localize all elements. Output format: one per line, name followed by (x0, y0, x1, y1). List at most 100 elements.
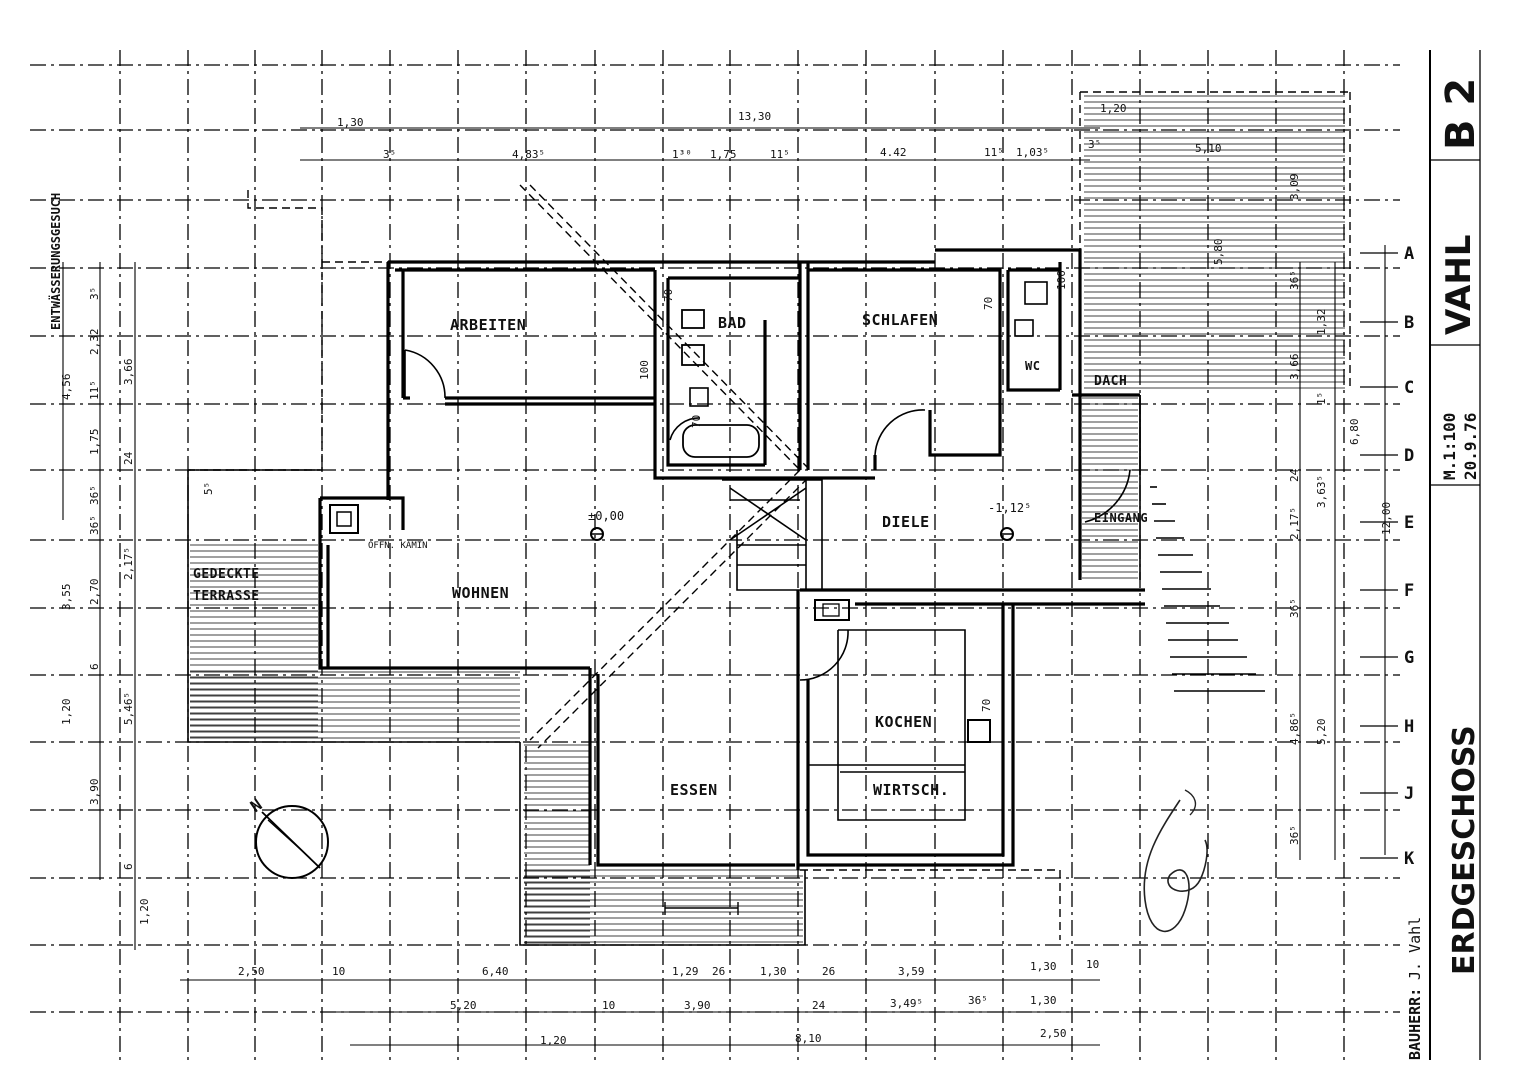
dim-label: 13,30 (738, 110, 771, 123)
room-labels: ARBEITEN BAD SCHLAFEN WC DACH DIELE EING… (193, 311, 1148, 799)
signature-icon (1143, 789, 1208, 933)
axis-label-k: K (1404, 849, 1415, 869)
title-date: 20.9.76 (1461, 413, 1480, 480)
axis-label-e: E (1404, 513, 1414, 533)
room-label-dach: DACH (1094, 374, 1127, 389)
room-label-gedeckte: GEDECKTE (193, 567, 260, 582)
dim-label: 1⁵ (1315, 392, 1328, 405)
dim-label: 3⁵ (383, 148, 396, 161)
dimension-lines (62, 127, 1386, 1046)
dim-label: 2,50 (1040, 1027, 1067, 1040)
level-label-wohnen: ±0,00 (588, 509, 624, 523)
title-scale: M.1:100 (1440, 413, 1459, 480)
dim-label: 1,30 (1030, 960, 1057, 973)
dim-label: 36⁵ (88, 485, 101, 505)
dim-label: 6 (122, 863, 135, 870)
walls (187, 248, 1145, 946)
dims-left: 4,56 3⁵ 2,32 3,66 11⁵ 1,75 24 36⁵ 36⁵ 3,… (60, 287, 215, 925)
dim-label: 1,75 (710, 148, 737, 161)
kamin-icon (329, 504, 359, 534)
dims-top: 1,30 13,30 1,20 3⁵ 4,83⁵ 1³⁰ 1,75 11⁵ 4.… (337, 102, 1222, 161)
axis-label-b: B (1404, 313, 1414, 333)
fixture-mark: 70 (980, 699, 993, 712)
room-label-wc: WC (1025, 359, 1040, 373)
side-label: ENTWÄSSERUNGSGESUCH (48, 193, 63, 330)
owner-name: J. Vahl (1406, 917, 1424, 980)
toilet-icon (689, 387, 709, 407)
sink-icon (967, 719, 991, 743)
dim-label: 5,20 (450, 999, 477, 1012)
dim-label: 6 (88, 663, 101, 670)
dim-label: 3,55 (60, 584, 73, 611)
dim-label: 1,30 (760, 965, 787, 978)
dim-label: 36⁵ (88, 515, 101, 535)
dim-label: 1,30 (1030, 994, 1057, 1007)
dim-label: 1,20 (60, 699, 73, 726)
bathtub-icon (682, 424, 760, 458)
dim-label: 6,40 (482, 965, 509, 978)
dim-label: 11⁵ (88, 380, 101, 400)
dim-label: 1,20 (540, 1034, 567, 1047)
level-label-diele: -1,12⁵ (988, 501, 1031, 515)
room-label-schlafen: SCHLAFEN (862, 311, 938, 329)
owner-label: BAUHERR: (1406, 988, 1424, 1060)
dim-label: 3⁵ (1088, 138, 1101, 151)
dim-label: 11⁵ (770, 148, 790, 161)
dim-label: 2,50 (238, 965, 265, 978)
dim-label: 4,56 (60, 374, 73, 401)
dim-label: 26 (822, 965, 835, 978)
dim-label: 2,70 (88, 579, 101, 606)
dim-label: 3,66 (1288, 354, 1301, 381)
fixture-mark: 70 (690, 415, 703, 428)
room-label-wirtsch: WIRTSCH. (873, 781, 949, 799)
fixture-mark: 100 (1055, 270, 1068, 290)
dashed-outlines (188, 91, 1351, 940)
dims-right: 5,80 3,09 36⁵ 1,32 3,66 1⁵ 6,80 24 3,63⁵… (1212, 174, 1393, 846)
hatched-areas (190, 95, 1345, 944)
fixture-mark: 100 (638, 360, 651, 380)
dim-label: 5,20 (1315, 719, 1328, 746)
axis-label-h: H (1404, 717, 1414, 737)
dim-label: 2,32 (88, 329, 101, 356)
dim-label: 5⁵ (202, 482, 215, 495)
dim-label: 3,63⁵ (1315, 475, 1328, 508)
dim-label: 24 (122, 451, 135, 465)
axis-label-g: G (1404, 648, 1414, 668)
dim-label: 3,49⁵ (890, 997, 923, 1010)
dim-label: 12,00 (1380, 502, 1393, 535)
dim-label: 10 (1086, 958, 1099, 971)
dim-label: 24 (812, 999, 826, 1012)
dim-label: 1,03⁵ (1016, 146, 1049, 159)
vertical-title: ERDGESCHOSS (1447, 725, 1482, 975)
fixtures (329, 281, 1048, 915)
dim-label: 10 (332, 965, 345, 978)
dim-label: 26 (712, 965, 725, 978)
axis-label-a: A (1404, 244, 1414, 264)
dim-label: 4,86⁵ (1288, 712, 1301, 745)
dim-label: 2,17⁵ (122, 547, 135, 580)
doors (404, 349, 1131, 681)
dim-label: 36⁵ (1288, 825, 1301, 845)
dim-label: 6,80 (1348, 419, 1361, 446)
dim-label: 5,10 (1195, 142, 1222, 155)
dim-label: 5,46⁵ (122, 692, 135, 725)
title-name: VAHL (1439, 235, 1479, 335)
dim-label: 1,32 (1315, 309, 1328, 336)
dim-label: 3⁵ (88, 287, 101, 300)
room-label-kochen: KOCHEN (875, 713, 932, 731)
dim-label: 3,90 (684, 999, 711, 1012)
room-label-terrasse: TERRASSE (193, 589, 260, 604)
north-arrow-icon: N (247, 795, 329, 879)
fixture-mark: 70 (982, 297, 995, 310)
dim-label: 36⁵ (1288, 270, 1301, 290)
dim-label: 4.42 (880, 146, 907, 159)
dim-label: 24 (1288, 468, 1301, 482)
dim-label: 10 (602, 999, 615, 1012)
title-block: ERDGESCHOSS M.1:100 20.9.76 VAHL B 2 BAU… (1406, 50, 1484, 1060)
dim-label: 1³⁰ (672, 148, 692, 161)
room-label-arbeiten: ARBEITEN (450, 316, 526, 334)
room-label-essen: ESSEN (670, 781, 718, 799)
dim-label: 1,30 (337, 116, 364, 129)
fixture-mark: 70 (662, 289, 675, 302)
